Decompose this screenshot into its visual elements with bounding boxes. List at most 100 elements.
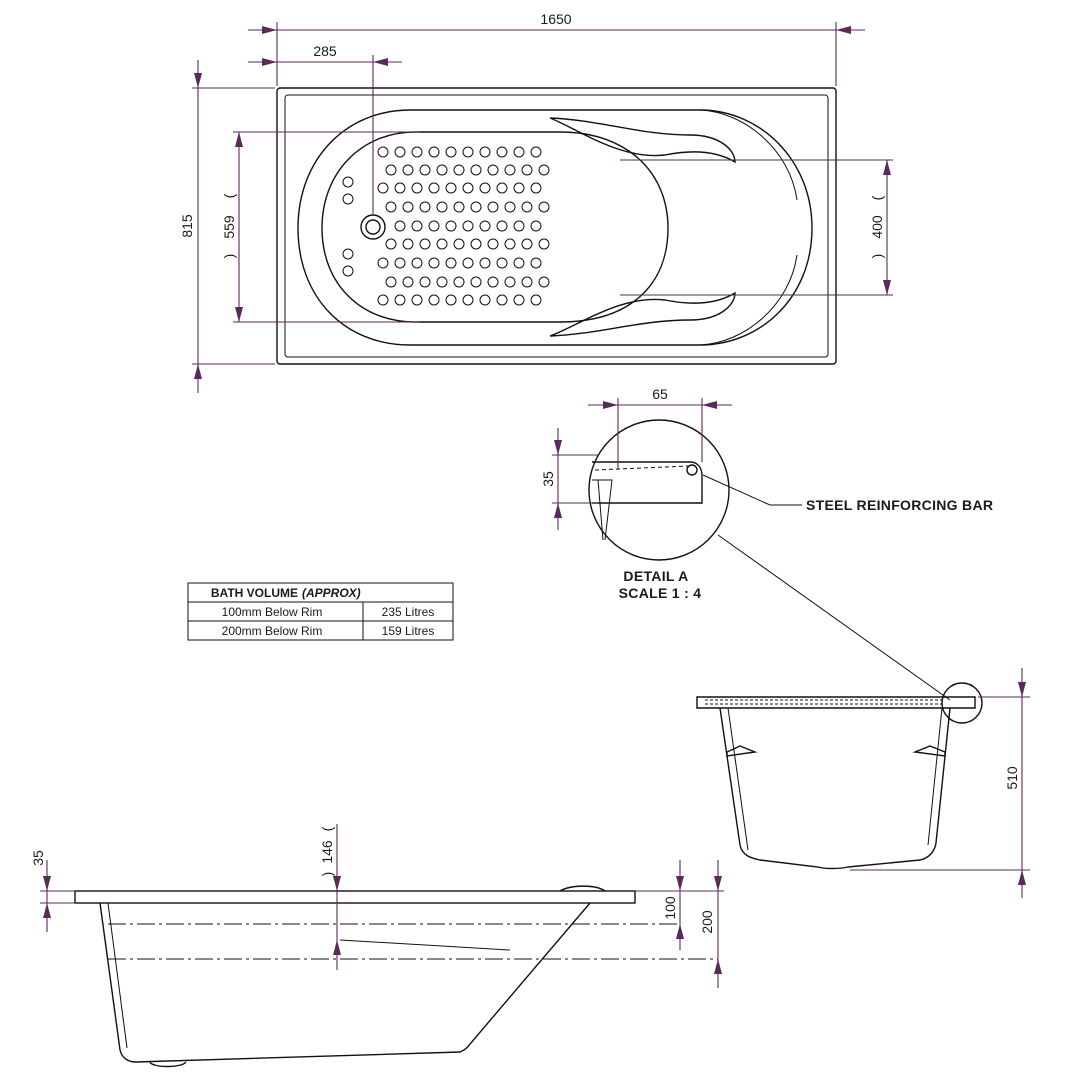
anti-slip-dot	[479, 257, 491, 269]
anti-slip-dot	[530, 182, 542, 194]
anti-slip-dot	[470, 238, 482, 250]
dim-drain-offset: 285	[313, 43, 337, 59]
anti-slip-dot	[419, 201, 431, 213]
anti-slip-dot	[487, 276, 499, 288]
side-view-rim	[74, 890, 636, 904]
anti-slip-dot	[342, 193, 354, 205]
anti-slip-dot	[436, 276, 448, 288]
dim-level-100: 100	[662, 896, 678, 920]
anti-slip-dot	[385, 276, 397, 288]
dim-drain-depth: 146	[319, 840, 335, 864]
anti-slip-dot	[377, 294, 389, 306]
anti-slip-dot	[411, 146, 423, 158]
anti-slip-dot	[521, 201, 533, 213]
anti-slip-dot	[462, 220, 474, 232]
paren-open: (	[869, 195, 885, 200]
dim-headrest-width: 400	[869, 215, 885, 239]
plan-headrest-top	[549, 117, 736, 164]
anti-slip-dot	[538, 238, 550, 250]
anti-slip-dot	[394, 257, 406, 269]
paren-open: (	[319, 826, 335, 831]
anti-slip-dot	[385, 164, 397, 176]
anti-slip-dot	[402, 164, 414, 176]
anti-slip-dot	[462, 182, 474, 194]
anti-slip-dot	[521, 164, 533, 176]
anti-slip-dot	[530, 257, 542, 269]
anti-slip-dot	[496, 146, 508, 158]
anti-slip-dot	[504, 238, 516, 250]
anti-slip-dot	[530, 220, 542, 232]
anti-slip-dot	[385, 238, 397, 250]
dim-level-200: 200	[699, 910, 715, 934]
anti-slip-dot	[479, 220, 491, 232]
anti-slip-dot	[462, 146, 474, 158]
plan-outer-rim	[276, 87, 837, 365]
anti-slip-dot	[402, 276, 414, 288]
anti-slip-dot	[411, 294, 423, 306]
anti-slip-dot	[445, 182, 457, 194]
anti-slip-dot	[487, 201, 499, 213]
anti-slip-dot	[419, 238, 431, 250]
anti-slip-dot	[428, 220, 440, 232]
anti-slip-dot	[513, 220, 525, 232]
anti-slip-dot	[428, 294, 440, 306]
anti-slip-dot	[436, 238, 448, 250]
side-view: 35 146 ( ) 100 200	[30, 824, 724, 1068]
anti-slip-dot	[445, 146, 457, 158]
anti-slip-dot	[462, 294, 474, 306]
plan-rim-curve-bottom	[699, 254, 798, 346]
end-view: 510	[696, 668, 1030, 898]
anti-slip-dot	[411, 220, 423, 232]
anti-slip-dot	[538, 164, 550, 176]
side-view-body	[99, 902, 591, 1063]
plan-drain	[360, 214, 386, 240]
end-view-rim	[696, 696, 976, 709]
plan-rim-curve-top	[699, 109, 798, 201]
anti-slip-dot	[419, 164, 431, 176]
detail-title: DETAIL A	[623, 568, 688, 584]
anti-slip-dot	[394, 182, 406, 194]
anti-slip-dot	[453, 276, 465, 288]
plan-headrest-bottom	[549, 291, 736, 337]
plan-bath-inner-contour	[321, 131, 669, 323]
volume-table-title: BATH VOLUME	[211, 586, 298, 600]
anti-slip-dot	[411, 257, 423, 269]
anti-slip-dot	[428, 182, 440, 194]
dim-length: 1650	[540, 11, 571, 27]
dim-width: 815	[179, 214, 195, 238]
volume-table-note: (APPROX)	[302, 586, 361, 600]
anti-slip-dot	[513, 146, 525, 158]
anti-slip-dot	[530, 146, 542, 158]
anti-slip-dot	[342, 265, 354, 277]
anti-slip-dot	[428, 257, 440, 269]
anti-slip-dot	[394, 294, 406, 306]
anti-slip-dot	[342, 176, 354, 188]
anti-slip-dot	[496, 294, 508, 306]
anti-slip-dot	[479, 294, 491, 306]
volume-row-2-label: 200mm Below Rim	[222, 624, 323, 638]
paren-close: )	[319, 872, 335, 877]
anti-slip-dot	[513, 294, 525, 306]
paren-open: (	[221, 193, 237, 198]
volume-row-1-value: 235 Litres	[382, 605, 435, 619]
anti-slip-dot	[453, 164, 465, 176]
anti-slip-dot	[419, 276, 431, 288]
anti-slip-dot	[470, 201, 482, 213]
plan-drain-inner	[365, 219, 381, 235]
anti-slip-dot	[428, 146, 440, 158]
svg-text:(APPROX): (APPROX)	[302, 586, 361, 600]
anti-slip-dot	[470, 276, 482, 288]
volume-row-1-label: 100mm Below Rim	[222, 605, 323, 619]
detail-leader-line	[717, 534, 951, 701]
anti-slip-dot	[496, 182, 508, 194]
anti-slip-dot	[521, 276, 533, 288]
anti-slip-dot	[504, 164, 516, 176]
anti-slip-dot	[496, 220, 508, 232]
anti-slip-dot	[513, 257, 525, 269]
anti-slip-dot	[377, 146, 389, 158]
end-view-detail-marker	[941, 682, 983, 724]
paren-close: )	[221, 254, 237, 259]
anti-slip-dot	[462, 257, 474, 269]
paren-close: )	[869, 254, 885, 259]
volume-row-2-value: 159 Litres	[382, 624, 435, 638]
